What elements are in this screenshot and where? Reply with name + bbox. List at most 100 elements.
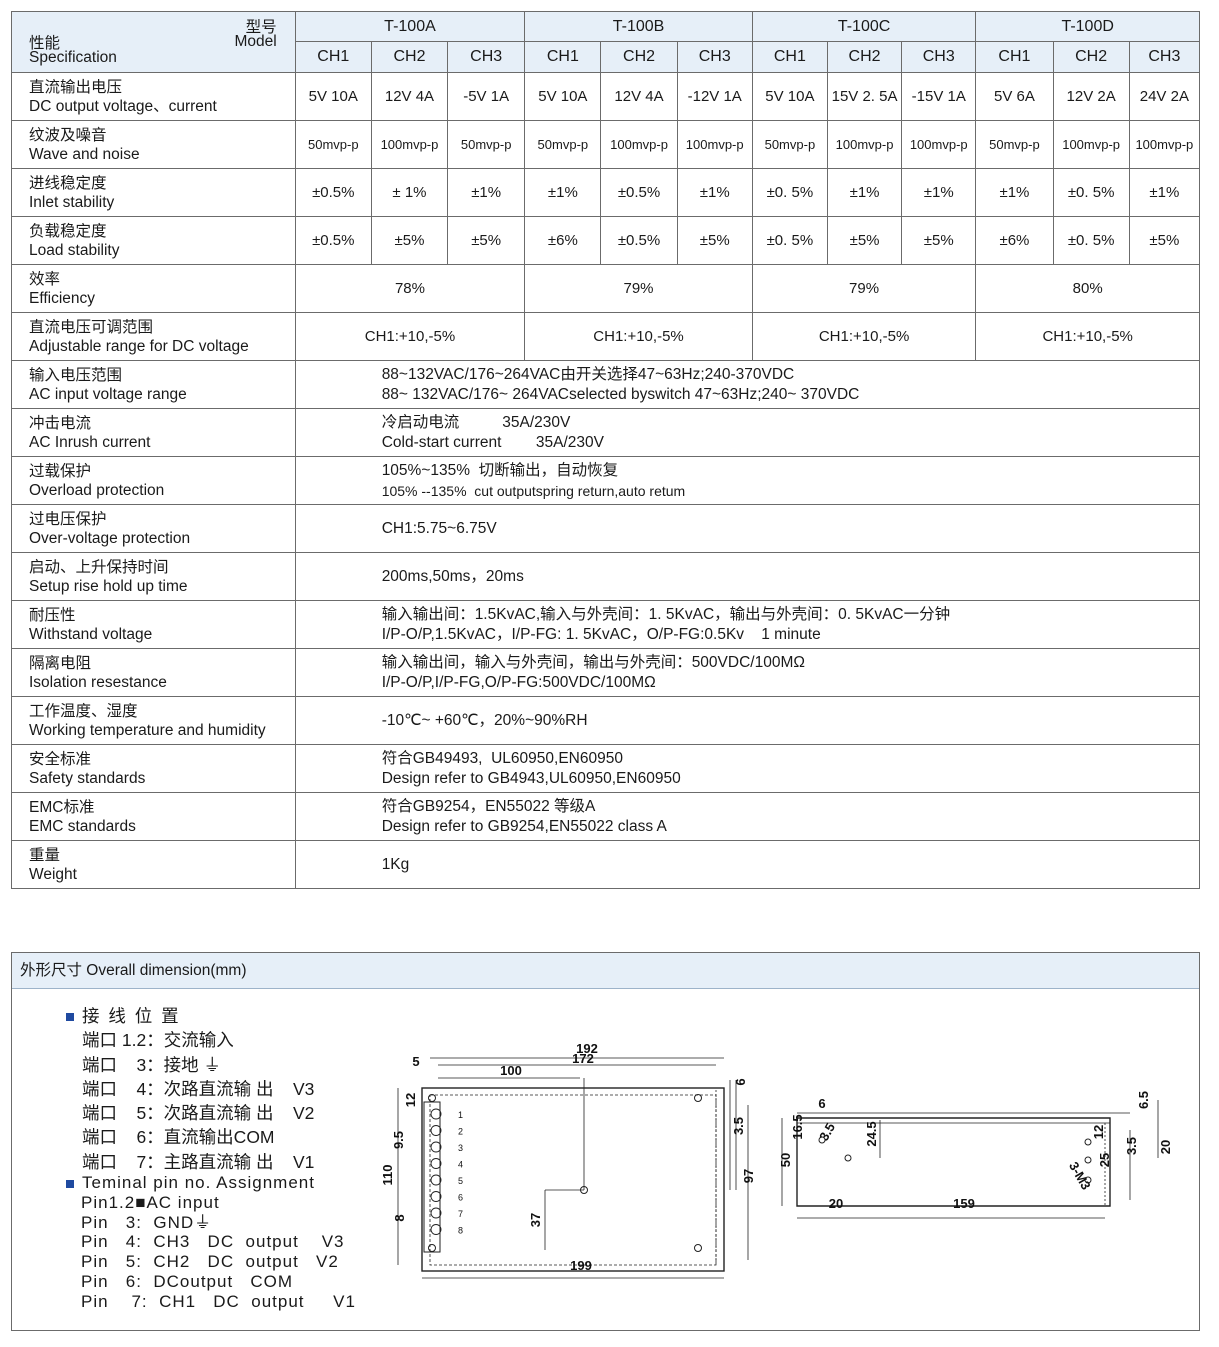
spec-value-cell: 50mvp-p [524,120,602,169]
spec-value-cell: ±1% [1128,168,1201,217]
dimension-label: 97 [741,1169,756,1183]
spec-text-line: Cold-start current 35A/230V [381,433,604,451]
terminal-screw-icon [430,1224,442,1235]
spec-text-cell: 输入输出间：1.5KvAC,输入与外壳间：1. 5KvAC，输出与外壳间：0. … [294,600,1201,649]
spec-text-line: 200ms,50ms，20ms [381,567,524,585]
row-label-en: Inlet stability [29,193,115,211]
spec-value-cell: ±0.5% [600,216,678,265]
dimension-label: 16.5 [790,1114,805,1139]
spec-value-cell: 5V 10A [524,72,602,121]
row-label-cn: 重量 [29,846,61,864]
spec-value-cell: ±1% [676,168,753,217]
spec-value-cell: 5V 6A [975,72,1054,121]
row-label-cn: 效率 [29,270,61,288]
spec-value-cell: ±0. 5% [1052,216,1130,265]
spec-text-line: 88~132VAC/176~264VAC由开关选择47~63Hz;240-370… [381,365,795,383]
spec-group-cell: CH1:+10,-5% [751,312,977,361]
model-header: T-100C [751,11,977,42]
spec-value-cell: 50mvp-p [975,120,1054,169]
dimension-label: 9.5 [391,1131,406,1149]
channel-header: CH1 [975,41,1054,73]
terminal-number: 5 [458,1176,463,1186]
en-pin-item: Pin1.2■AC input [81,1192,220,1212]
row-label-cn: 工作温度、湿度 [29,702,138,720]
model-label-cn: 型号 [245,19,277,36]
spec-group-cell: CH1:+10,-5% [524,312,753,361]
dimension-title: 外形尺寸 Overall dimension(mm) [12,953,1199,989]
channel-header: CH3 [901,41,977,73]
terminal-screw-icon [430,1141,442,1153]
dimension-label: 3.5 [731,1117,746,1135]
spec-value-cell: ±0. 5% [1052,168,1130,217]
spec-value-cell: ±1% [901,168,977,217]
terminal-screw-icon [430,1191,442,1202]
dimension-label: 12 [1091,1125,1106,1139]
row-label-en: Working temperature and humidity [29,721,266,739]
dimension-label: 12 [403,1093,418,1107]
spec-value-cell: ± 1% [370,168,449,217]
dimension-section: 外形尺寸 Overall dimension(mm) [11,952,1200,1331]
spec-value-cell: ±0.5% [294,216,372,265]
spec-value-cell: ±5% [370,216,449,265]
spec-text-line: 105% --135% cut outputspring return,auto… [381,482,686,499]
wiring-title: 接 线 位 置 [82,1006,181,1026]
spec-value-cell: 100mvp-p [1128,120,1201,169]
dimension-label: 8 [392,1214,407,1221]
spec-value-cell: 12V 2A [1052,72,1130,121]
dimension-label: 199 [570,1258,592,1273]
wiring-en-title: Teminal pin no. Assignment [82,1173,315,1192]
model-header: T-100D [975,11,1200,42]
dimension-label: 3.5 [1124,1137,1139,1155]
row-label-cn: 进线稳定度 [29,174,107,192]
spec-text-cell: CH1:5.75~6.75V [294,504,1201,553]
row-label-cn: 直流电压可调范围 [29,318,154,336]
row-label-cn: 直流输出电压 [29,78,123,96]
spec-value-cell: ±0.5% [600,168,678,217]
row-label-en: DC output voltage、current [29,97,217,115]
terminal-screw-icon [430,1174,442,1186]
row-label-en: Isolation resestance [29,673,167,691]
row-label-cn: 安全标准 [29,750,92,768]
row-label-en: Setup rise hold up time [29,577,188,595]
spec-value-cell: ±5% [676,216,753,265]
channel-header: CH3 [1128,41,1201,73]
dimension-label: 24.5 [864,1121,879,1146]
terminal-number: 8 [458,1226,463,1236]
row-label-en: Overload protection [29,481,165,499]
spec-text-line: I/P-O/P,1.5KvAC，I/P-FG: 1. 5KvAC，O/P-FG:… [381,625,821,643]
row-label-en: EMC standards [29,817,136,835]
bullet-square-icon [66,1013,74,1022]
wiring-en-list: Teminal pin no. Assignment Pin1.2■AC inp… [66,1173,356,1312]
spec-value-cell: ±5% [1128,216,1201,265]
dimension-label: 20 [829,1196,843,1211]
channel-header: CH2 [1052,41,1130,73]
row-label-en: Weight [29,865,77,883]
spec-value-cell: 5V 10A [294,72,372,121]
spec-value-cell: ±1% [975,168,1054,217]
row-label-en: Adjustable range for DC voltage [29,337,249,355]
spec-text-line: 符合GB49493, UL60950,EN60950 [381,749,623,767]
dimension-label: 6.5 [1136,1091,1151,1109]
terminal-screw-icon [430,1125,442,1136]
